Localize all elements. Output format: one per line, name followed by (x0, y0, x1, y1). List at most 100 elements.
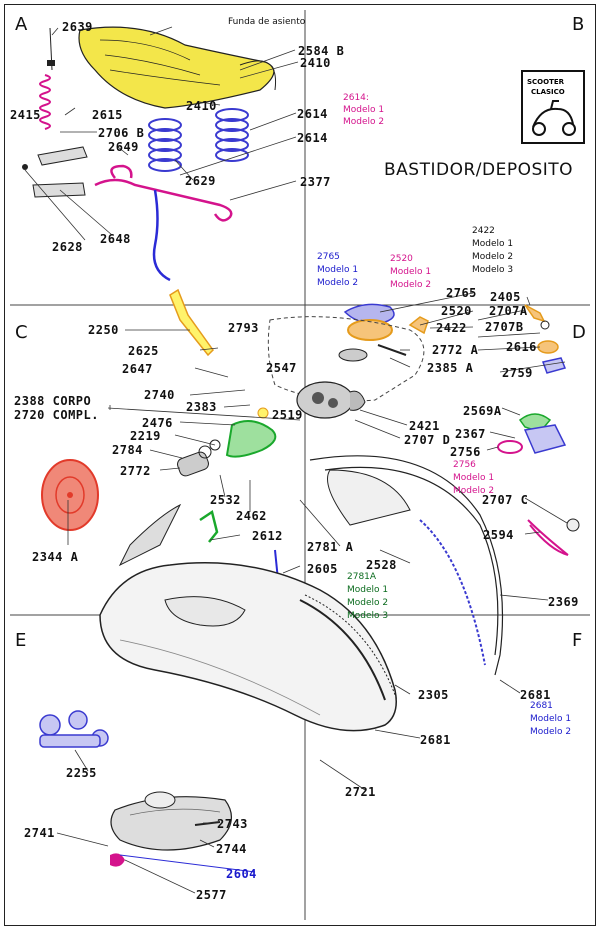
part-2520 (347, 319, 393, 341)
bracket-2706b (37, 146, 88, 166)
label-2625: 2625 (128, 344, 159, 358)
label-2410-right: 2410 (300, 56, 331, 70)
label-2377: 2377 (300, 175, 331, 189)
label-2707b: 2707B (485, 320, 524, 334)
label-2605: 2605 (307, 562, 338, 576)
note-2422-modelo-2: Modelo 2 (472, 252, 514, 262)
label-2519: 2519 (272, 408, 303, 422)
seat-cover-part (78, 26, 277, 109)
label-2422: 2422 (436, 321, 467, 335)
note-2756: 2756 (453, 460, 476, 470)
note-2765-modelo-1: Modelo 1 (317, 265, 359, 275)
note-2681-modelo-2: Modelo 2 (530, 727, 572, 737)
label-2772: 2772 (120, 464, 151, 478)
label-2649: 2649 (108, 140, 139, 154)
label-2740: 2740 (144, 388, 175, 402)
cap-2344a (41, 459, 99, 531)
part-2594 (527, 519, 569, 556)
label-2648: 2648 (100, 232, 131, 246)
label-2528: 2528 (366, 558, 397, 572)
note-2781a-modelo-3: Modelo 3 (347, 611, 389, 621)
label-2793: 2793 (228, 321, 259, 335)
note-2422-modelo-1: Modelo 1 (472, 239, 514, 249)
label-funda-de-asiento: Funda de asiento (228, 17, 306, 27)
note-2422: 2422 (472, 226, 495, 236)
label-2707c: 2707 C (482, 493, 529, 507)
zone-letter-d: D (572, 322, 586, 343)
label-2594: 2594 (483, 528, 514, 542)
label-2604: 2604 (226, 867, 257, 881)
label-2772a: 2772 A (432, 343, 479, 357)
label-2743: 2743 (217, 817, 248, 831)
label-2532: 2532 (210, 493, 241, 507)
label-2629: 2629 (185, 174, 216, 188)
note-2756-modelo-2: Modelo 2 (453, 486, 495, 496)
tank-outline-dashed (267, 316, 425, 402)
label-2720-compl: 2720 COMPL. (14, 408, 99, 422)
rod-2377 (94, 164, 233, 222)
zone-letter-a: A (15, 14, 28, 35)
note-2765-modelo-2: Modelo 2 (317, 278, 359, 288)
label-2569a: 2569A (463, 404, 502, 418)
zone-letter-e: E (15, 630, 27, 651)
label-2410-center: 2410 (186, 99, 217, 113)
label-2765: 2765 (446, 286, 477, 300)
note-2614: 2614: (343, 93, 369, 103)
label-2706b: 2706 B (98, 126, 145, 140)
part-2422 (408, 316, 429, 335)
label-2759: 2759 (502, 366, 533, 380)
spring-2615 (39, 74, 51, 130)
label-2781a: 2781 A (307, 540, 354, 554)
label-2628: 2628 (52, 240, 83, 254)
label-2520: 2520 (441, 304, 472, 318)
part-2612 (199, 509, 219, 543)
note-2781a-modelo-1: Modelo 1 (347, 585, 389, 595)
leader-lines (24, 26, 568, 894)
note-2422-modelo-3: Modelo 3 (472, 265, 514, 275)
part-2759 (542, 357, 567, 374)
label-2614-b: 2614 (297, 131, 328, 145)
label-2784: 2784 (112, 443, 143, 457)
page-border (4, 4, 596, 926)
label-2250: 2250 (88, 323, 119, 337)
label-2369: 2369 (548, 595, 579, 609)
label-2305: 2305 (418, 688, 449, 702)
label-2707d: 2707 D (404, 433, 451, 447)
cable-2377 (152, 189, 171, 282)
lever-2476 (225, 420, 277, 458)
label-2639: 2639 (62, 20, 93, 34)
fuel-tank-2721 (99, 562, 398, 732)
zone-letter-c: C (15, 322, 28, 343)
note-2614-modelo-2: Modelo 2 (343, 117, 385, 127)
note-2520: 2520 (390, 254, 413, 264)
note-2520-modelo-2: Modelo 2 (390, 280, 432, 290)
part-2784 (177, 439, 221, 477)
note-2781a: 2781A (347, 572, 377, 582)
clip-2577 (110, 853, 125, 867)
label-2614-a: 2614 (297, 107, 328, 121)
switch-2255 (39, 710, 109, 748)
part-2367 (523, 424, 567, 454)
fuel-tap-assembly (296, 381, 366, 419)
plate-2744 (110, 791, 232, 851)
frame-2369 (309, 455, 504, 676)
label-2255: 2255 (66, 766, 97, 780)
label-2383: 2383 (186, 400, 217, 414)
note-2681: 2681 (530, 701, 553, 711)
label-2421: 2421 (409, 419, 440, 433)
label-2415: 2415 (10, 108, 41, 122)
label-2616: 2616 (506, 340, 537, 354)
zone-letter-b: B (572, 14, 585, 35)
label-2612: 2612 (252, 529, 283, 543)
part-2616 (537, 340, 559, 354)
label-2756: 2756 (450, 445, 481, 459)
label-2681-bottom: 2681 (420, 733, 451, 747)
zone-letter-f: F (572, 630, 583, 651)
label-2741: 2741 (24, 826, 55, 840)
label-2462: 2462 (236, 509, 267, 523)
label-2344a: 2344 A (32, 550, 79, 564)
label-2615: 2615 (92, 108, 123, 122)
label-2584b: 2584 B (298, 44, 345, 58)
label-2219: 2219 (130, 429, 161, 443)
